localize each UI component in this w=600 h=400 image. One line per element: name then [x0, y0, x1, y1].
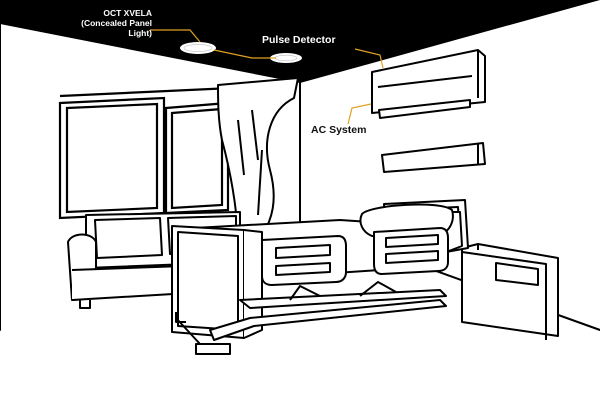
window — [58, 86, 233, 220]
concealed-panel-light-1 — [180, 42, 216, 54]
ac-system-label: AC System — [311, 124, 367, 136]
leader-lines — [150, 29, 384, 125]
hospital-bed — [171, 199, 469, 355]
oct-xvela-subtitle: (Concealed Panel — [81, 17, 152, 28]
pulse-detector-label: Pulse Detector — [262, 34, 336, 46]
ceiling — [0, 0, 600, 83]
oct-xvela-title: OCT XVELA — [103, 8, 152, 18]
bedside-cabinet — [461, 243, 559, 340]
wall-panel — [381, 142, 486, 173]
oct-xvela-label: OCT XVELA (Concealed Panel Light) — [56, 8, 152, 38]
ac-unit — [371, 49, 486, 119]
oct-xvela-subtitle-cont: Light) — [128, 27, 152, 38]
